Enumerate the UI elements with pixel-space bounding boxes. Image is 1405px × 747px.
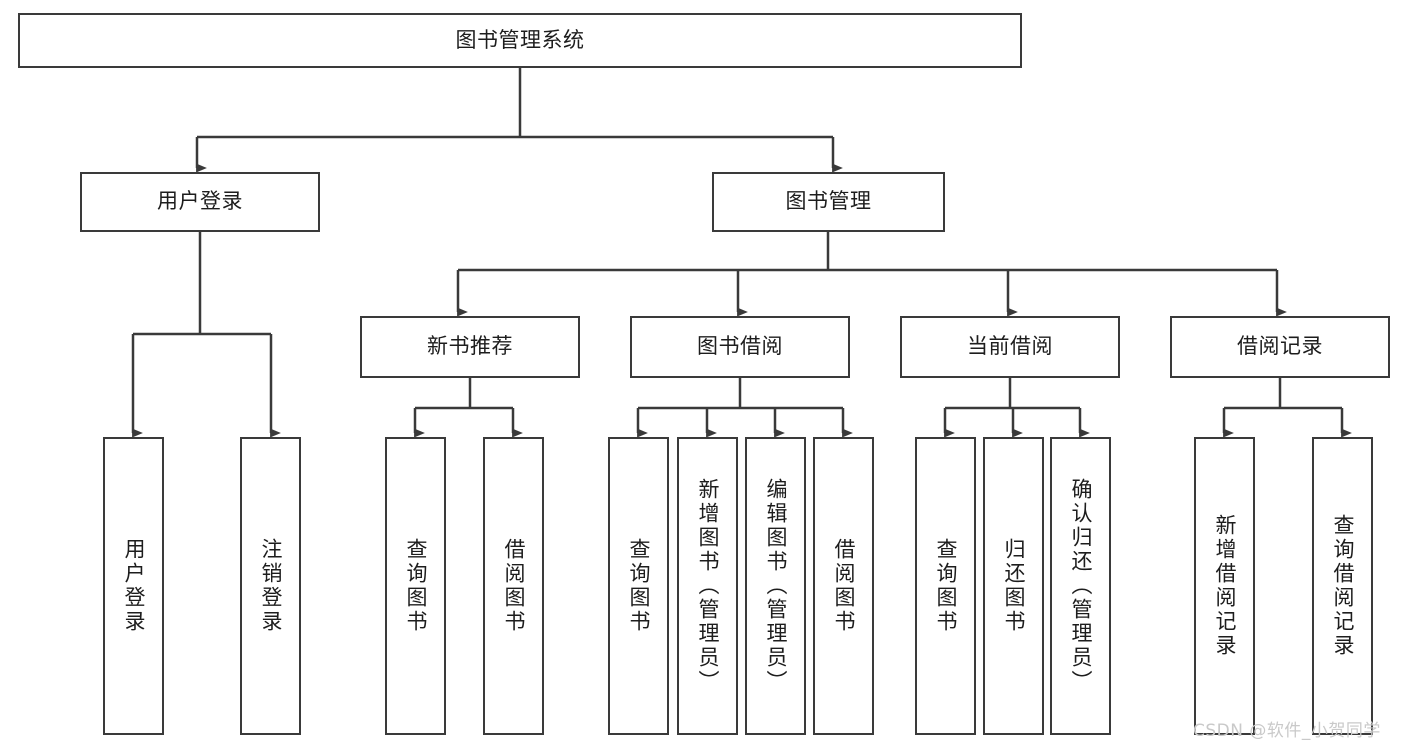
node-label: 借阅图书 xyxy=(832,538,856,634)
csdn-watermark: CSDN @软件_小贺同学 xyxy=(1193,721,1381,741)
node-current-borrow[interactable]: 当前借阅 xyxy=(900,316,1120,378)
node-label: 用户登录 xyxy=(157,189,243,214)
node-leaf-return-book[interactable]: 归还图书 xyxy=(983,437,1044,735)
node-leaf-user-login[interactable]: 用户登录 xyxy=(103,437,164,735)
node-root-system[interactable]: 图书管理系统 xyxy=(18,13,1022,68)
node-label: 用户登录 xyxy=(122,538,146,634)
node-leaf-query-book-borrow[interactable]: 查询图书 xyxy=(608,437,669,735)
node-leaf-query-book-new[interactable]: 查询图书 xyxy=(385,437,446,735)
node-label: 借阅图书 xyxy=(502,538,526,634)
node-label: 查询借阅记录 xyxy=(1331,514,1355,658)
node-label: 查询图书 xyxy=(627,538,651,634)
node-leaf-add-book-admin[interactable]: 新增图书（管理员） xyxy=(677,437,738,735)
node-label: 当前借阅 xyxy=(967,334,1053,359)
node-leaf-query-borrow-record[interactable]: 查询借阅记录 xyxy=(1312,437,1373,735)
node-label: 借阅记录 xyxy=(1237,334,1323,359)
node-leaf-add-borrow-record[interactable]: 新增借阅记录 xyxy=(1194,437,1255,735)
node-label: 归还图书 xyxy=(1002,538,1026,634)
node-label: 图书借阅 xyxy=(697,334,783,359)
node-borrow-records[interactable]: 借阅记录 xyxy=(1170,316,1390,378)
node-label: 查询图书 xyxy=(934,538,958,634)
node-label: 新增借阅记录 xyxy=(1213,514,1237,658)
node-book-management[interactable]: 图书管理 xyxy=(712,172,945,232)
node-label: 图书管理系统 xyxy=(455,27,585,52)
node-label: 图书管理 xyxy=(785,189,872,214)
node-label: 编辑图书（管理员） xyxy=(764,478,788,694)
node-label: 确认归还（管理员） xyxy=(1069,478,1093,694)
node-book-borrow[interactable]: 图书借阅 xyxy=(630,316,850,378)
node-user-login[interactable]: 用户登录 xyxy=(80,172,320,232)
node-label: 注销登录 xyxy=(259,538,283,634)
node-leaf-lend-book[interactable]: 借阅图书 xyxy=(813,437,874,735)
node-leaf-confirm-return-admin[interactable]: 确认归还（管理员） xyxy=(1050,437,1111,735)
node-label: 新增图书（管理员） xyxy=(696,478,720,694)
node-new-book-recommend[interactable]: 新书推荐 xyxy=(360,316,580,378)
node-leaf-borrow-book-new[interactable]: 借阅图书 xyxy=(483,437,544,735)
node-label: 新书推荐 xyxy=(427,334,513,359)
node-leaf-edit-book-admin[interactable]: 编辑图书（管理员） xyxy=(745,437,806,735)
node-leaf-query-book-current[interactable]: 查询图书 xyxy=(915,437,976,735)
node-leaf-logout[interactable]: 注销登录 xyxy=(240,437,301,735)
node-label: 查询图书 xyxy=(404,538,428,634)
